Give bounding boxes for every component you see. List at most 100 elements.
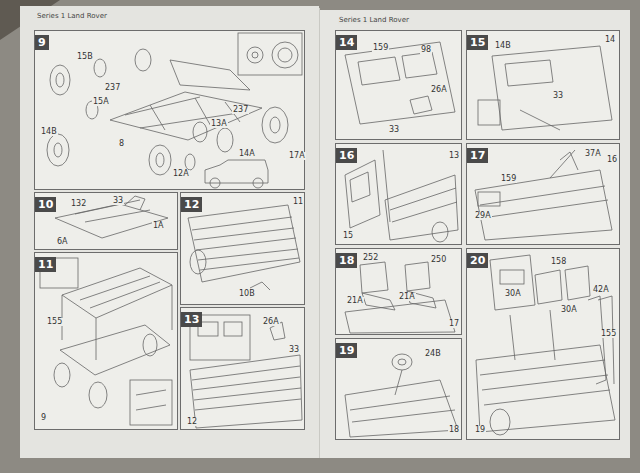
part-callout: 26A (262, 318, 280, 326)
part-callout: 14B (40, 128, 58, 136)
part-callout: 159 (500, 175, 517, 183)
paper-sheet (20, 6, 319, 458)
part-callout: 15 (342, 232, 354, 240)
step-9-sketch (253, 178, 263, 188)
part-callout: 19 (474, 426, 486, 434)
step-14-sketch (345, 42, 455, 124)
step-15-sketch (520, 110, 560, 130)
part-callout: 18 (448, 426, 460, 434)
step-10-sketch (55, 204, 168, 238)
part-callout: 30A (560, 306, 578, 314)
part-callout: 11 (292, 198, 304, 206)
step-19-sketch (398, 359, 406, 365)
part-callout: 1A (152, 222, 165, 230)
part-callout: 16 (606, 156, 618, 164)
panel-fill (466, 143, 620, 245)
step-9-sketch (54, 143, 62, 157)
step-13-sketch (224, 322, 242, 336)
panel-fill (34, 192, 178, 250)
step-10-sketch (125, 196, 145, 210)
step-19-sketch (350, 396, 450, 410)
step-14-sketch (410, 96, 432, 114)
step-13-sketch (192, 366, 300, 380)
part-callout: 155 (46, 318, 63, 326)
step-number: 10 (35, 197, 56, 212)
step-number: 18 (336, 253, 357, 268)
part-callout: 14B (494, 42, 512, 50)
step-11-sketch (143, 334, 157, 356)
step-9-sketch (156, 153, 164, 167)
part-callout: 13A (210, 120, 228, 128)
step-20-sketch (490, 255, 535, 310)
step-17-sketch (550, 150, 575, 178)
paper-sheet (320, 10, 630, 458)
step-number: 17 (467, 148, 488, 163)
step-13-sketch (190, 315, 302, 428)
step-11-sketch (136, 405, 166, 410)
step-14-sketch (345, 42, 455, 124)
panel-fill (180, 192, 305, 305)
step-11-sketch (80, 276, 150, 300)
part-callout: 252 (362, 254, 379, 262)
step-number: 15 (467, 35, 488, 50)
part-callout: 42A (592, 286, 610, 294)
part-callout: 21A (398, 293, 416, 301)
step-17-sketch (482, 200, 608, 218)
sheet-header: Series 1 Land Rover (36, 13, 108, 20)
part-callout: 237 (232, 106, 249, 114)
step-9-sketch (47, 134, 69, 166)
part-callout: 33 (112, 197, 124, 205)
part-callout: 21A (346, 297, 364, 305)
step-number: 14 (336, 35, 357, 50)
step-number: 13 (181, 312, 202, 327)
step-panel: 13 (180, 307, 305, 430)
step-11-sketch (172, 285, 173, 330)
step-number: 12 (181, 197, 202, 212)
step-9-sketch (185, 154, 195, 170)
step-15-sketch (492, 46, 612, 130)
step-16-sketch (350, 172, 370, 202)
step-20-sketch (598, 296, 614, 384)
step-number: 9 (35, 35, 49, 50)
step-20-sketch (480, 360, 605, 375)
step-17-sketch (478, 192, 500, 206)
part-callout: 14 (604, 36, 616, 44)
part-callout: 155 (600, 330, 617, 338)
part-callout: 12A (172, 170, 190, 178)
step-9-sketch (210, 178, 220, 188)
step-20-sketch (535, 270, 562, 304)
sheet-header: Series 1 Land Rover (338, 17, 410, 24)
step-20-sketch (510, 315, 515, 360)
step-11-sketch (54, 363, 70, 387)
step-18-sketch (360, 262, 388, 293)
step-9-sketch (110, 92, 262, 140)
panel-fill (34, 30, 620, 440)
step-panel: 12 (180, 192, 305, 305)
panel-fill (335, 248, 462, 335)
part-callout: 37A (584, 150, 602, 158)
step-12-sketch (190, 250, 206, 274)
step-20-sketch (500, 270, 524, 284)
step-16-sketch (345, 160, 380, 228)
step-11-sketch (89, 382, 107, 408)
step-19-sketch (352, 410, 455, 422)
step-18-sketch (405, 262, 430, 291)
part-callout: 9 (40, 414, 47, 422)
step-9-sketch (47, 33, 302, 188)
step-9-sketch (272, 42, 298, 68)
step-13-sketch (193, 377, 300, 390)
step-15-sketch (478, 100, 500, 125)
step-11-sketch (130, 380, 172, 425)
step-9-sketch (56, 73, 64, 87)
step-number: 11 (35, 257, 56, 272)
step-12-sketch (194, 228, 294, 240)
part-callout: 33 (388, 126, 400, 134)
step-9-sketch (193, 122, 207, 142)
part-callout: 159 (372, 44, 389, 52)
step-9-sketch (150, 105, 165, 130)
step-9-sketch (270, 117, 280, 133)
step-14-sketch (358, 57, 400, 85)
part-callout: 132 (70, 200, 87, 208)
